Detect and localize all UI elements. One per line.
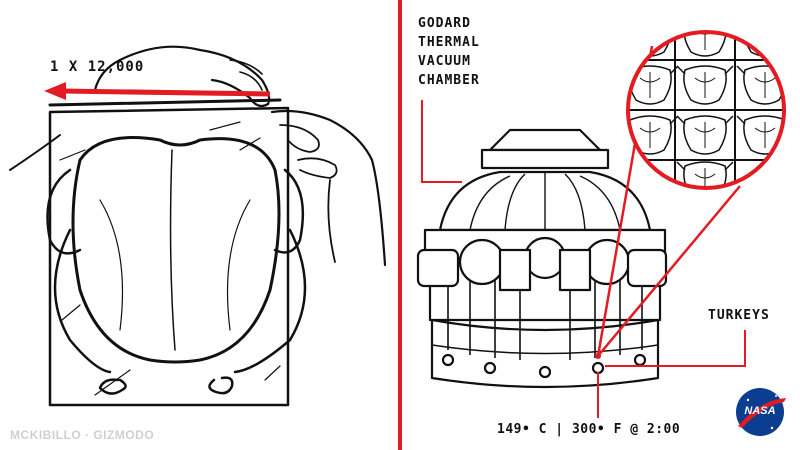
- chamber-label: GODARD THERMAL VACUUM CHAMBER: [418, 14, 480, 90]
- multiplier-label: 1 X 12,000: [50, 59, 145, 75]
- chamber-label-line: THERMAL: [418, 35, 480, 50]
- temperature-label: 149• C | 300• F @ 2:00: [497, 422, 681, 437]
- nasa-logo-text: NASA: [744, 405, 776, 417]
- chamber-label-line: CHAMBER: [418, 73, 480, 88]
- pull-arrow: [44, 82, 271, 100]
- turkey-zoom-callout: [595, 30, 786, 359]
- vacuum-chamber-illustration: [416, 128, 668, 389]
- chamber-label-line: GODARD: [418, 16, 471, 31]
- chamber-label-line: VACUUM: [418, 54, 471, 69]
- nasa-logo: [736, 388, 786, 436]
- label-leaders: [421, 100, 746, 418]
- turkey-in-bag-illustration: [9, 45, 387, 407]
- credit-text: MCKIBILLO · GIZMODO: [10, 428, 155, 442]
- turkeys-label: TURKEYS: [708, 308, 770, 323]
